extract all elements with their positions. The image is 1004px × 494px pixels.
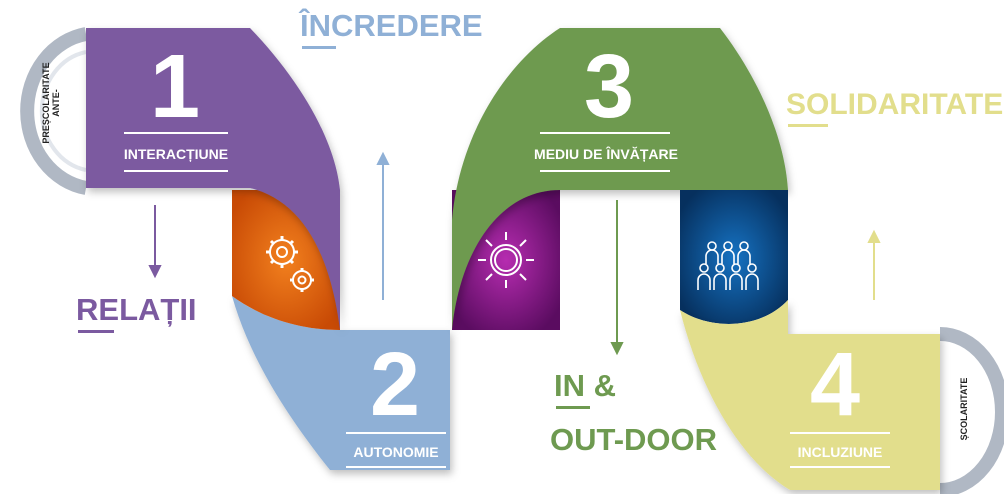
ribbon-3 — [452, 28, 788, 330]
sun-icon — [478, 232, 534, 288]
ribbon-1 — [86, 28, 340, 330]
step-2-caption: AUTONOMIE — [353, 444, 439, 460]
label-solidaritate: SOLIDARITATE — [786, 88, 1004, 121]
label-relatii: RELAȚII — [76, 292, 197, 327]
label-outdoor: OUT-DOOR — [550, 422, 718, 457]
arrow-down-outdoor — [610, 200, 624, 356]
arrow-up-incredere — [376, 151, 390, 300]
left-ring — [20, 27, 88, 195]
label-prescolaritate: PREȘCOLARITATE — [41, 62, 51, 144]
step-2-line-top — [346, 432, 446, 434]
label-incredere-underline — [302, 46, 336, 49]
step-4-line-top — [790, 432, 890, 434]
label-ante: ANTE- — [51, 89, 61, 117]
step-1-line-top — [124, 132, 228, 134]
step-1-line-bottom — [124, 170, 228, 172]
arrow-up-solidaritate — [867, 229, 881, 300]
step-4-number: 4 — [809, 335, 861, 435]
step-1-number: 1 — [149, 37, 201, 137]
label-in-underline — [556, 406, 590, 409]
ribbon-4 — [680, 300, 940, 490]
gears-icon — [266, 236, 314, 292]
step-3-line-top — [540, 132, 670, 134]
label-solidaritate-underline — [788, 124, 828, 127]
step-3-line-bottom — [540, 170, 670, 172]
step-3-caption: MEDIU DE ÎNVĂȚARE — [534, 146, 678, 162]
label-incredere: ÎNCREDERE — [300, 8, 483, 43]
step-1-caption: INTERACȚIUNE — [123, 146, 229, 162]
ribbon-2 — [232, 296, 450, 470]
step-3-number: 3 — [583, 37, 635, 137]
label-in: IN & — [554, 368, 616, 403]
label-relatii-underline — [78, 330, 114, 333]
arrow-down-relatii — [148, 205, 162, 279]
label-scolaritate: ȘCOLARITATE — [959, 377, 969, 441]
step-2-line-bottom — [346, 466, 446, 468]
step-4-caption: INCLUZIUNE — [797, 444, 883, 460]
right-ring — [939, 327, 1004, 494]
people-group-icon — [697, 241, 759, 290]
step-4-line-bottom — [790, 466, 890, 468]
step-2-number: 2 — [369, 335, 421, 435]
